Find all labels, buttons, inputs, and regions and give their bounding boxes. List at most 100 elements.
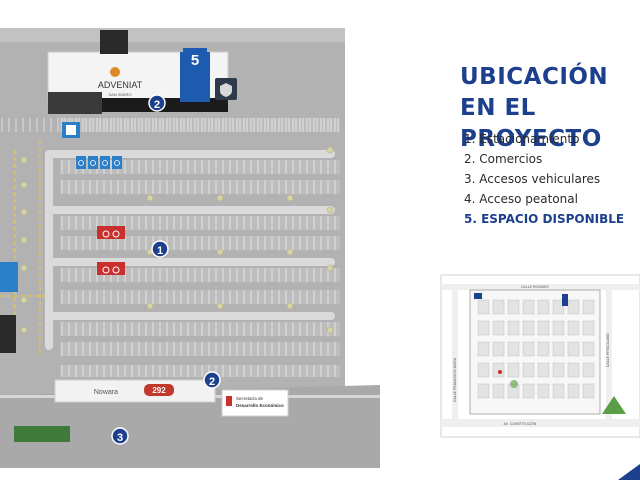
parking-row — [60, 160, 340, 174]
tree-icon — [216, 248, 224, 256]
tree-icon — [20, 181, 28, 189]
tree-icon — [20, 326, 28, 334]
tree-icon — [216, 302, 224, 310]
svg-text:2: 2 — [209, 376, 215, 388]
mini-map-block — [507, 362, 520, 378]
tree-icon — [326, 206, 334, 214]
street-label-bottom: AV. CONSTITUCIÓN — [504, 421, 537, 426]
left-disabled-sign — [0, 262, 18, 292]
store-label-nowara: Nowara — [94, 389, 118, 396]
street-label-left: CALLE FRANCISCO MORA — [453, 357, 457, 402]
bike-parking — [97, 226, 125, 275]
tree-icon — [326, 326, 334, 334]
marker-5: 5 — [183, 48, 207, 70]
mini-map-block — [477, 383, 490, 399]
parking-row — [60, 236, 340, 250]
mini-map-block — [537, 362, 550, 378]
store-label-adveniat-sub: SAN ISIDRO — [108, 92, 131, 97]
mini-map-block — [492, 341, 505, 357]
mini-map-block — [522, 383, 535, 399]
svg-text:5: 5 — [191, 52, 199, 69]
adveniat-logo-icon — [110, 67, 120, 77]
bottom-commerce-strip: Nowara 292 Secretaría de Desarrollo Econ… — [14, 379, 289, 442]
tree-icon — [20, 156, 28, 164]
marker-3: 3 — [111, 427, 129, 445]
tree-icon — [20, 296, 28, 304]
mini-map-block — [582, 320, 595, 336]
mini-map-block — [492, 362, 505, 378]
legend-title: UBICACIÓN EN EL PROYECTO — [460, 62, 640, 155]
disabled-parking-icons — [76, 156, 122, 169]
mini-map-block — [507, 341, 520, 357]
store-label-adveniat: ADVENIAT — [98, 80, 143, 90]
mini-map-block — [582, 383, 595, 399]
mini-map-block — [537, 341, 550, 357]
mini-map-block — [567, 362, 580, 378]
parking-row — [60, 216, 340, 230]
tree-icon — [286, 248, 294, 256]
tree-icon — [286, 194, 294, 202]
legend-item-vehicle-access: 3. Accesos vehiculares — [464, 172, 601, 186]
mini-map-block — [522, 341, 535, 357]
mini-map-block — [537, 383, 550, 399]
location-mini-map: CALLE ROSARIO AV. CONSTITUCIÓN CALLE FRA… — [440, 274, 640, 438]
parking-row — [60, 342, 340, 356]
mini-map-block — [567, 299, 580, 315]
legend-title-line1: UBICACIÓN — [460, 64, 609, 90]
parking-row — [60, 180, 340, 194]
tree-icon — [146, 194, 154, 202]
marker-1: 1 — [151, 240, 169, 258]
green-area — [14, 426, 70, 442]
mini-map-block — [537, 299, 550, 315]
wheelchair-icon — [112, 156, 122, 169]
bike-icon — [97, 226, 125, 239]
parking-row — [60, 365, 340, 377]
legend-item-parking: 1. Estacionamiento — [464, 132, 580, 146]
tree-icon — [146, 302, 154, 310]
mini-map-green-area — [602, 396, 626, 414]
mini-map-block — [522, 362, 535, 378]
mini-map-block — [552, 362, 565, 378]
tree-markers — [20, 146, 334, 334]
parking-row — [60, 118, 340, 132]
mini-map-block — [477, 341, 490, 357]
mini-map-block — [492, 320, 505, 336]
mini-map-block — [567, 341, 580, 357]
mini-map-block — [552, 383, 565, 399]
marker-2-bottom: 2 — [203, 371, 221, 389]
mini-map-block — [552, 299, 565, 315]
wheelchair-icon — [100, 156, 110, 169]
legend-item-pedestrian-access: 4. Acceso peatonal — [464, 192, 578, 206]
wheelchair-icon — [76, 156, 86, 169]
tree-icon — [20, 236, 28, 244]
mini-map-blocks — [477, 299, 595, 399]
svg-text:2: 2 — [154, 99, 160, 111]
pedestrian-access-block — [0, 315, 16, 353]
marker-2-top: 2 — [148, 94, 166, 112]
mini-map-block — [552, 320, 565, 336]
store-label-secretaria-2: Desarrollo Económico — [236, 403, 284, 408]
svg-text:1: 1 — [157, 245, 163, 257]
mini-map-block — [582, 299, 595, 315]
street-label-right: CALLE PRISCILIANO — [606, 333, 610, 368]
mini-map-block — [567, 320, 580, 336]
tree-icon — [286, 302, 294, 310]
tree-icon — [20, 208, 28, 216]
mini-map-block — [567, 383, 580, 399]
tree-icon — [20, 264, 28, 272]
mini-map-block — [507, 320, 520, 336]
mini-map-block — [507, 299, 520, 315]
legend-item-commerce: 2. Comercios — [464, 152, 543, 166]
svg-text:3: 3 — [117, 432, 123, 444]
tree-icon — [326, 146, 334, 154]
street-label-top: CALLE ROSARIO — [521, 285, 549, 289]
legend-item-available-space: 5. ESPACIO DISPONIBLE — [464, 212, 625, 226]
corner-accent — [618, 464, 640, 480]
wheelchair-icon-wheel — [102, 160, 108, 166]
legend-title-line2: EN EL PROYECTO — [460, 95, 602, 152]
wheelchair-icon-wheel — [90, 160, 96, 166]
store-label-secretaria-1: Secretaría de — [236, 396, 264, 401]
mini-map-block — [477, 299, 490, 315]
mini-map-block — [492, 299, 505, 315]
